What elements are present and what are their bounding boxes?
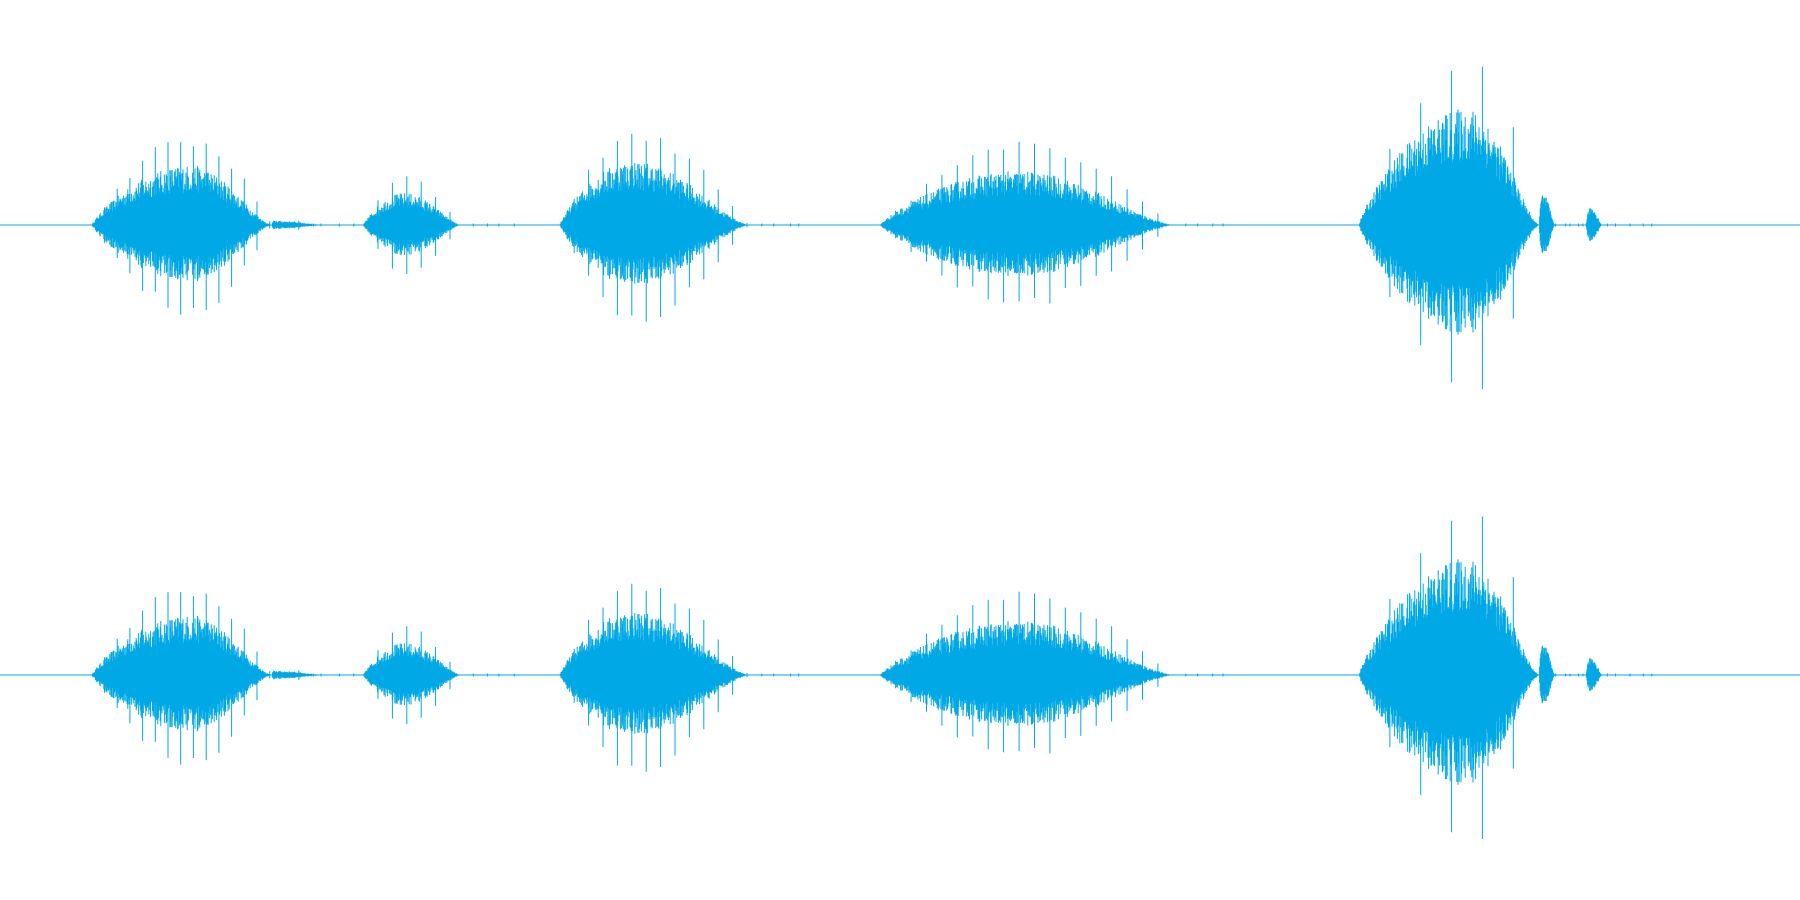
channel-1-burst-5 xyxy=(880,141,1174,304)
burst-spikes xyxy=(1389,66,1514,389)
burst-spikes xyxy=(104,592,271,765)
channel-1-burst-3 xyxy=(363,176,461,274)
channel-layer xyxy=(0,66,1800,839)
channel-2-burst-5 xyxy=(880,591,1174,754)
burst-body xyxy=(1539,645,1556,703)
burst-body xyxy=(1585,208,1602,241)
burst-spikes xyxy=(573,583,748,772)
burst-body xyxy=(91,165,272,282)
burst-spikes xyxy=(895,141,1174,304)
channel-1 xyxy=(0,66,1800,389)
channel-2-burst-7 xyxy=(1539,645,1556,703)
burst-spikes xyxy=(377,176,451,274)
channel-2-burst-3 xyxy=(363,626,461,724)
channel-2-burst-6 xyxy=(1359,516,1539,839)
burst-body xyxy=(91,615,272,732)
burst-spikes xyxy=(1389,516,1514,839)
channel-2-burst-4 xyxy=(559,583,749,772)
burst-body xyxy=(1359,559,1539,785)
burst-spikes xyxy=(298,220,300,230)
channel-2-burst-8 xyxy=(1585,658,1602,691)
channel-1-noise-ticks xyxy=(287,223,1653,227)
burst-body xyxy=(1539,195,1556,253)
channel-2-noise-ticks xyxy=(287,673,1653,677)
burst-body xyxy=(880,171,1173,276)
burst-body xyxy=(559,613,749,734)
burst-spikes xyxy=(377,626,451,724)
channel-1-burst-2 xyxy=(271,220,325,230)
channel-1-burst-8 xyxy=(1585,208,1602,241)
channel-2 xyxy=(0,516,1800,839)
burst-spikes xyxy=(895,591,1174,754)
burst-body xyxy=(559,163,749,284)
channel-1-burst-6 xyxy=(1359,66,1539,389)
channel-2-burst-2 xyxy=(271,670,325,680)
burst-spikes xyxy=(298,670,300,680)
channel-1-burst-1 xyxy=(91,142,272,315)
channel-2-burst-1 xyxy=(91,592,272,765)
burst-spikes xyxy=(573,133,748,322)
burst-body xyxy=(880,621,1173,726)
channel-1-burst-7 xyxy=(1539,195,1556,253)
burst-body xyxy=(1359,109,1539,335)
channel-1-burst-4 xyxy=(559,133,749,322)
burst-body xyxy=(1585,658,1602,691)
burst-spikes xyxy=(104,142,271,315)
